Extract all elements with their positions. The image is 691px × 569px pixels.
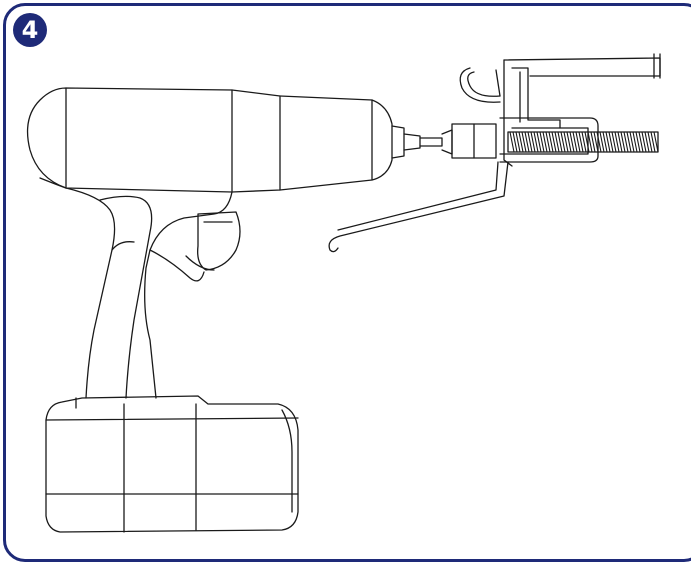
drill-body: [26, 87, 421, 193]
rod-thread-mark: [650, 131, 656, 153]
rod-thread-mark: [590, 131, 596, 153]
rod-thread-mark: [635, 131, 641, 153]
rod-thread-mark: [515, 131, 521, 153]
rod-thread-mark: [512, 131, 518, 153]
rod-thread-mark: [524, 131, 530, 153]
rod-thread-mark: [638, 131, 644, 153]
rod-thread-mark: [539, 131, 545, 153]
rod-thread-mark: [554, 131, 560, 153]
rod-thread-mark: [593, 131, 599, 153]
rod-thread-mark: [521, 131, 527, 153]
rod-thread-mark: [644, 131, 650, 153]
rod-thread-mark: [548, 131, 554, 153]
rod-thread-mark: [599, 131, 605, 153]
rod-thread-mark: [614, 131, 620, 153]
rod-thread-mark: [620, 131, 626, 153]
rod-thread-mark: [578, 131, 584, 153]
rod-thread-mark: [632, 131, 638, 153]
rod-thread-mark: [581, 131, 587, 153]
rod-thread-mark: [611, 131, 617, 153]
rod-thread-mark: [572, 131, 578, 153]
battery-pack: [45, 395, 299, 533]
rod-thread-mark: [605, 131, 611, 153]
threaded-rod: [507, 131, 659, 153]
rod-thread-mark: [617, 131, 623, 153]
rod-thread-mark: [545, 131, 551, 153]
step-number-badge: 4: [13, 13, 47, 47]
rod-thread-mark: [647, 131, 653, 153]
rod-thread-mark: [509, 131, 515, 153]
rod-thread-mark: [536, 131, 542, 153]
rod-thread-mark: [557, 131, 563, 153]
drive-bit: [419, 123, 497, 159]
rod-thread-mark: [569, 131, 575, 153]
rod-thread-mark: [563, 131, 569, 153]
rod-thread-mark: [653, 131, 659, 153]
rod-thread-mark: [641, 131, 647, 153]
wall-bracket: [459, 53, 661, 167]
rod-thread-mark: [560, 131, 566, 153]
rod-thread-mark: [527, 131, 533, 153]
hook-arm: [328, 161, 509, 253]
rod-thread-mark: [530, 131, 536, 153]
rod-thread-mark: [575, 131, 581, 153]
rod-thread-mark: [608, 131, 614, 153]
rod-thread-mark: [629, 131, 635, 153]
rod-thread-mark: [623, 131, 629, 153]
rod-thread-mark: [626, 131, 632, 153]
rod-thread-mark: [566, 131, 572, 153]
step-frame: [3, 3, 691, 562]
rod-thread-mark: [587, 131, 593, 153]
rod-thread-mark: [518, 131, 524, 153]
rod-thread-mark: [542, 131, 548, 153]
drill-handle: [65, 187, 241, 399]
rod-thread-mark: [551, 131, 557, 153]
rod-thread-mark: [533, 131, 539, 153]
rod-thread-mark: [602, 131, 608, 153]
